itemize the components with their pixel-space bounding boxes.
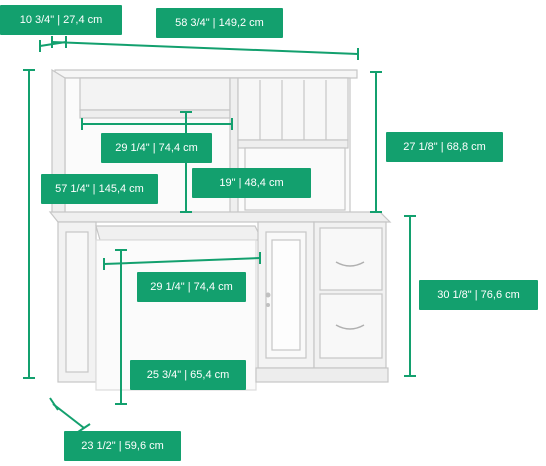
side-depth-label: 10 3/4" | 27,4 cm: [0, 5, 122, 35]
knee-height-label: 25 3/4" | 65,4 cm: [130, 360, 246, 390]
hutch-opening-height-label: 19" | 48,4 cm: [192, 168, 311, 198]
total-width-label: 58 3/4" | 149,2 cm: [156, 8, 283, 38]
knee-width-label: 29 1/4" | 74,4 cm: [137, 272, 246, 302]
desk-height-label: 30 1/8" | 76,6 cm: [419, 280, 538, 310]
hutch-height-label: 27 1/8" | 68,8 cm: [386, 132, 503, 162]
total-height-label: 57 1/4" | 145,4 cm: [41, 174, 158, 204]
hutch-inner-width-label: 29 1/4" | 74,4 cm: [101, 133, 212, 163]
desk-depth-label: 23 1/2" | 59,6 cm: [64, 431, 181, 461]
